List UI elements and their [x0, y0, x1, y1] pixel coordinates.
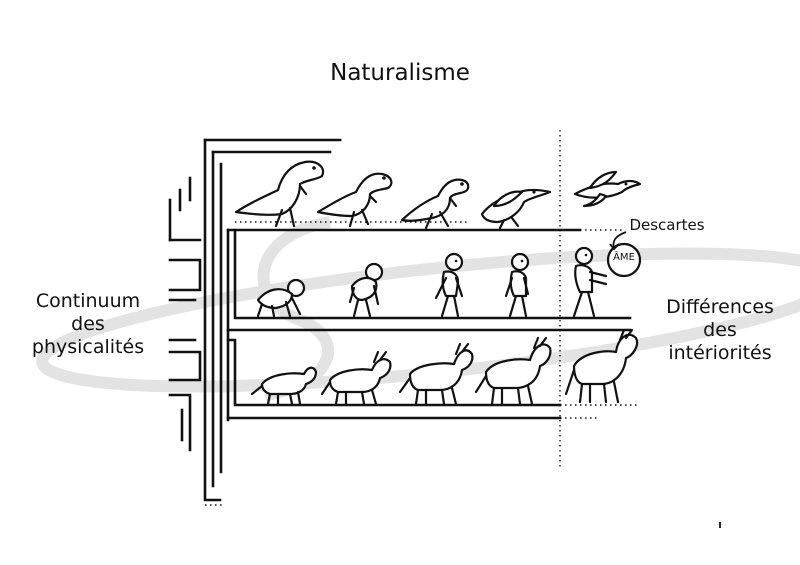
- equid-4: [474, 336, 552, 406]
- physicality-continuum-label: Continuum des physicalités: [18, 290, 158, 359]
- label-line: Continuum: [35, 290, 141, 312]
- equid-1: [250, 366, 318, 406]
- primate-3: [434, 252, 464, 318]
- primate-1: [256, 278, 306, 318]
- descartes-label: Descartes: [629, 216, 705, 234]
- human-descartes: [572, 246, 608, 318]
- label-line: Différences: [666, 296, 774, 318]
- dinosaur-1: [234, 160, 325, 228]
- row-dinosaurs: [234, 160, 642, 230]
- bird: [573, 170, 642, 208]
- dinosaur-3: [400, 178, 470, 230]
- row-primates: [256, 242, 642, 318]
- soul-badge: [606, 242, 642, 278]
- label-line: physicalités: [31, 336, 145, 358]
- label-line: des: [703, 319, 737, 341]
- diagram-title: Naturalisme: [330, 60, 470, 86]
- label-line: intériorités: [668, 342, 772, 364]
- equid-3: [398, 342, 474, 406]
- equid-2: [320, 350, 392, 406]
- early-human: [504, 252, 530, 318]
- feathered-dinosaur: [480, 188, 552, 230]
- row-equids: [250, 328, 639, 406]
- primate-2: [348, 262, 384, 318]
- soul-badge-text: ÂME: [613, 252, 635, 263]
- row-shelves: [226, 221, 640, 420]
- horse: [564, 328, 639, 404]
- dinosaur-2: [316, 172, 393, 228]
- label-line: des: [71, 313, 105, 335]
- left-bracket: [168, 138, 345, 506]
- interiority-differences-label: Différences des intériorités: [660, 296, 780, 365]
- descartes-arrow: [612, 231, 627, 249]
